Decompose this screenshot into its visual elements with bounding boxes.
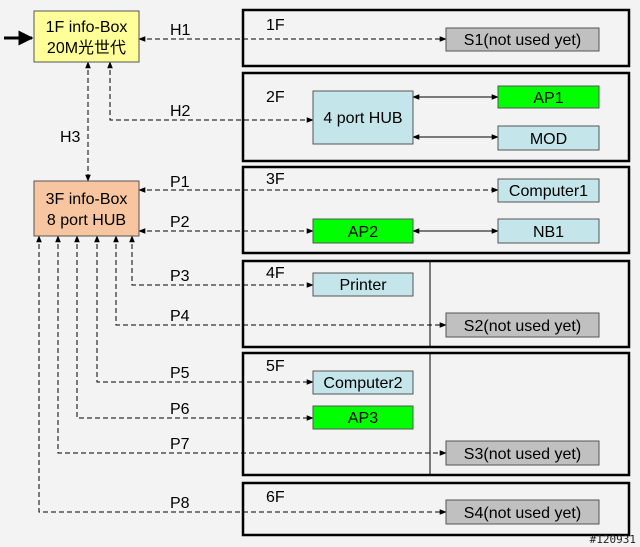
link-p8: [36, 235, 447, 515]
link-label-p7: P7: [170, 436, 190, 453]
floor-label-4f: 4F: [266, 265, 285, 282]
device-computer2: [312, 370, 414, 395]
infobox-3f-line1: 3F info-Box: [46, 191, 128, 208]
floor-label-6f: 6F: [266, 489, 285, 506]
spare-s3: [445, 440, 600, 466]
hub-4port-label: 4 port HUB: [323, 110, 402, 127]
floor-label-1f: 1F: [266, 17, 285, 34]
link-label-h3: H3: [60, 129, 81, 146]
device-ap1: [497, 85, 600, 109]
link-label-h2: H2: [170, 103, 191, 120]
spare-s3-label: S3(not used yet): [464, 446, 581, 463]
device-computer1: [497, 178, 600, 203]
link-label-p3: P3: [170, 268, 190, 285]
spare-s2: [445, 312, 600, 338]
link-label-p1: P1: [170, 174, 190, 191]
device-mod-label: MOD: [530, 131, 567, 148]
infobox-3f: [33, 180, 140, 237]
link-label-p4: P4: [170, 308, 190, 325]
spare-s1: [445, 27, 600, 52]
link-label-h1: H1: [170, 22, 191, 39]
link-label-p2: P2: [170, 214, 190, 231]
infobox-1f: [33, 10, 140, 63]
device-ap3-label: AP3: [348, 410, 378, 427]
spare-s2-label: S2(not used yet): [464, 318, 581, 335]
device-ap2: [312, 218, 414, 244]
device-ap3: [312, 405, 414, 430]
link-label-p5: P5: [170, 365, 190, 382]
link-label-p6: P6: [170, 401, 190, 418]
infobox-1f-line1: 1F info-Box: [46, 19, 128, 36]
floor-label-2f: 2F: [266, 89, 285, 106]
device-ap2-label: AP2: [348, 224, 378, 241]
hub-4port: [312, 90, 414, 145]
device-printer: [312, 272, 414, 297]
spare-s4: [445, 499, 600, 525]
spare-s4-label: S4(not used yet): [464, 505, 581, 522]
device-mod: [497, 125, 600, 151]
device-computer2-label: Computer2: [323, 375, 402, 392]
link-p6: [74, 235, 314, 421]
device-ap1-label: AP1: [533, 90, 563, 107]
link-h2: [107, 61, 314, 123]
spare-s1-label: S1(not used yet): [464, 32, 581, 49]
device-nb1-label: NB1: [533, 224, 564, 241]
image-watermark: #120931: [590, 533, 636, 546]
infobox-3f-line2: 8 port HUB: [47, 212, 126, 229]
infobox-1f-line2: 20M光世代: [47, 39, 126, 57]
floor-label-5f: 5F: [266, 358, 285, 375]
link-label-p8: P8: [170, 495, 190, 512]
device-computer1-label: Computer1: [509, 183, 588, 200]
device-nb1: [497, 218, 600, 244]
floor-label-3f: 3F: [266, 171, 285, 188]
device-printer-label: Printer: [339, 277, 387, 294]
